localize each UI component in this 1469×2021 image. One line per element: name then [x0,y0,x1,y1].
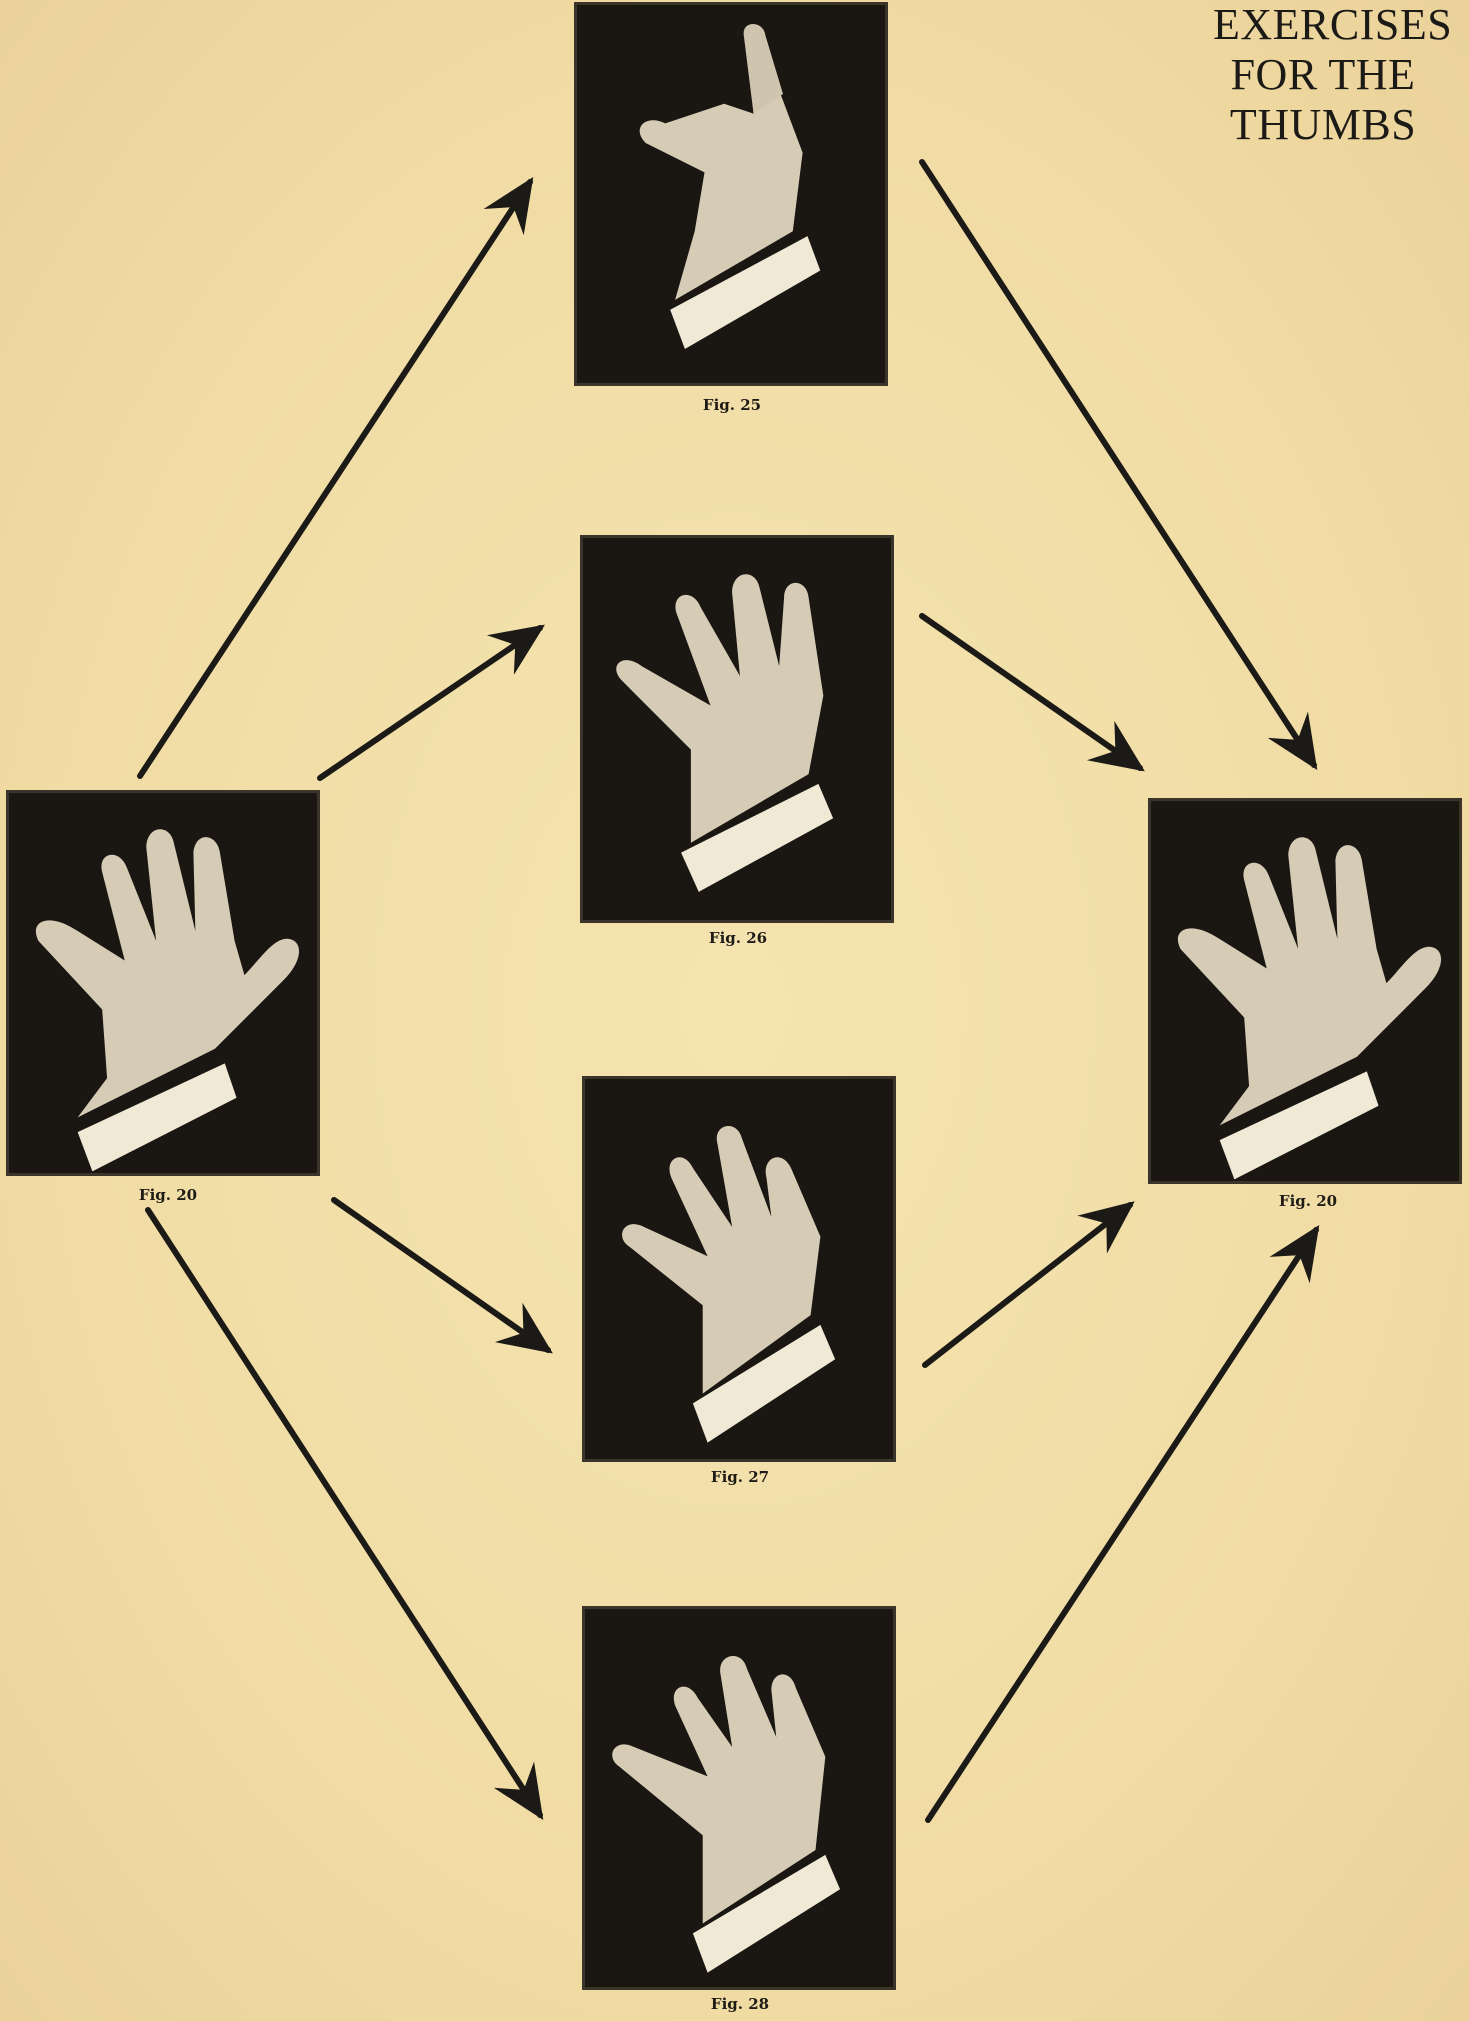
arrow-fig25-to-right [922,162,1314,765]
photo-fig-20-right [1148,798,1462,1184]
arrow-fig27-to-right [925,1205,1130,1365]
hand-thumb-to-ring-image [577,5,885,383]
caption-fig-27: Fig. 27 [680,1468,800,1486]
arrow-left-to-fig25 [140,182,530,776]
photo-fig-20-left [6,790,320,1176]
open-hand-image [9,793,317,1173]
hand-thumb-folded-image [585,1609,893,1987]
photo-fig-28 [582,1606,896,1990]
arrow-left-to-fig26 [320,628,540,778]
photo-fig-27 [582,1076,896,1462]
caption-fig-20-left: Fig. 20 [108,1186,228,1204]
hand-thumb-to-little-image [585,1079,893,1459]
caption-fig-28: Fig. 28 [680,1995,800,2013]
caption-fig-20-right: Fig. 20 [1248,1192,1368,1210]
photo-fig-26 [580,535,894,923]
caption-fig-25: Fig. 25 [672,396,792,414]
open-hand-image [1151,801,1459,1181]
arrow-fig26-to-right [922,616,1140,768]
photo-fig-25 [574,2,888,386]
arrow-left-to-fig27 [334,1200,548,1350]
hand-thumb-to-palm-image [583,538,891,920]
caption-fig-26: Fig. 26 [678,929,798,947]
